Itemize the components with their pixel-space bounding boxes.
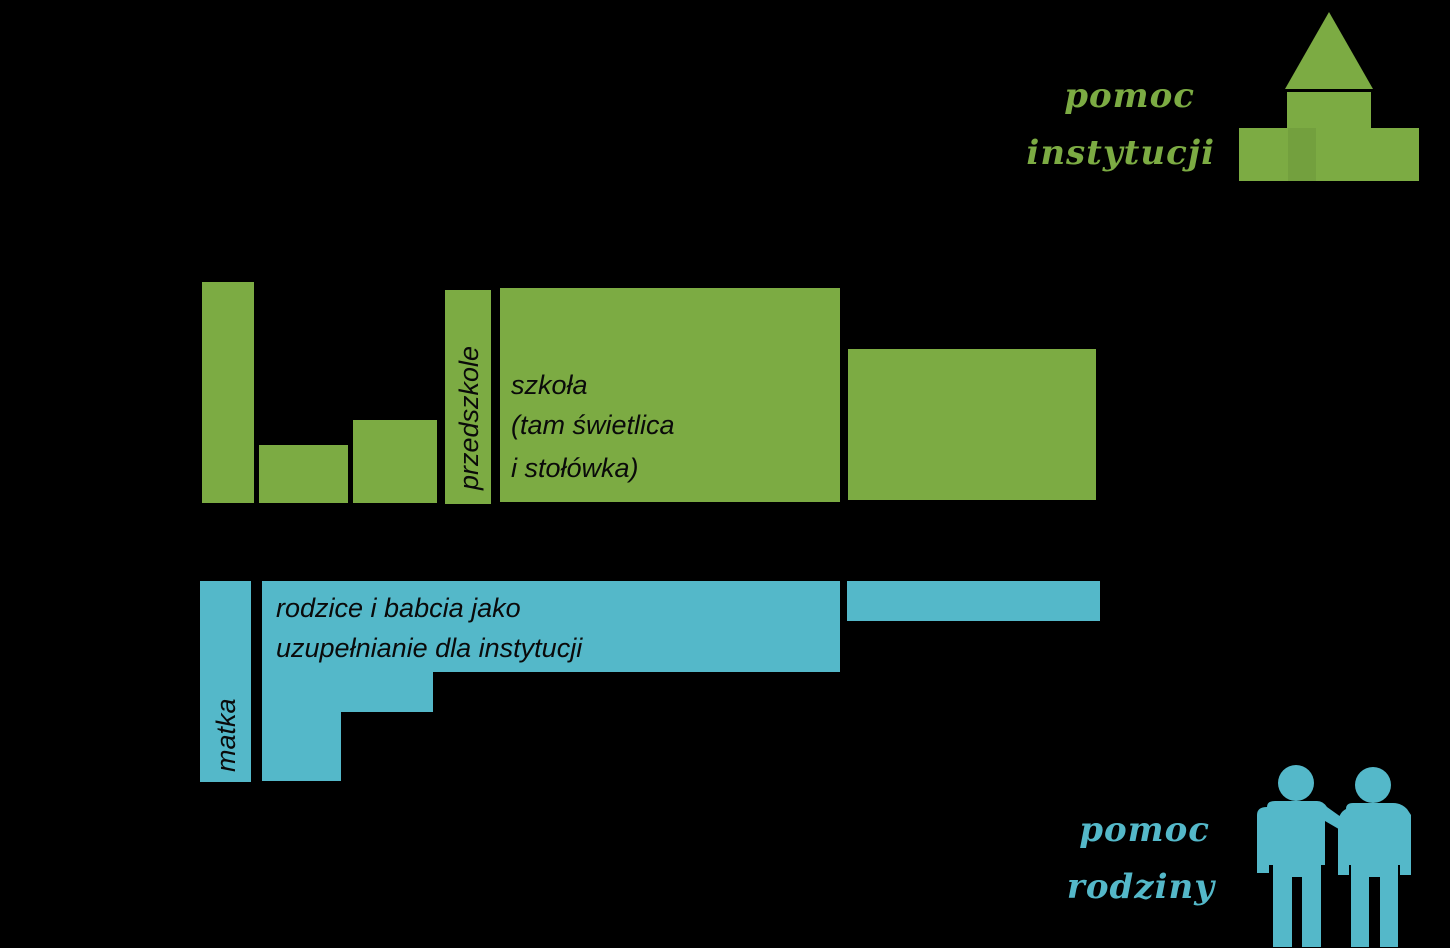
parents-grandma-block-bottom: [262, 711, 341, 781]
parents-grandma-block-mid: [262, 671, 433, 712]
parents-label-line1: rodzice i babcia jako: [276, 593, 521, 623]
school-block: [500, 288, 840, 502]
preschool-label: przedszkole: [454, 345, 484, 490]
legend-institutional-line2: instytucji: [1026, 133, 1215, 173]
institution-building-icon: [1239, 12, 1419, 181]
institution-block-after-school: [848, 349, 1096, 500]
school-label-line3: i stołówka): [511, 453, 639, 483]
parents-label-line2: uzupełnianie dla instytucji: [276, 633, 583, 663]
school-label-line1: szkoła: [511, 370, 588, 400]
mother-block: [200, 581, 251, 782]
two-people-icon: [1257, 765, 1411, 947]
parents-grandma-block-top: [262, 581, 840, 672]
institution-block-3: [353, 420, 437, 503]
school-label-line2: (tam świetlica: [511, 410, 675, 440]
family-block-after-school: [847, 581, 1100, 621]
institution-block-1: [202, 282, 254, 503]
institution-block-2: [259, 445, 348, 503]
legend-institutional-line1: pomoc: [1064, 76, 1195, 116]
mother-label: matka: [211, 698, 241, 772]
legend-family-line2: rodziny: [1066, 867, 1215, 907]
legend-family-line1: pomoc: [1079, 810, 1210, 850]
preschool-block: [445, 290, 491, 504]
